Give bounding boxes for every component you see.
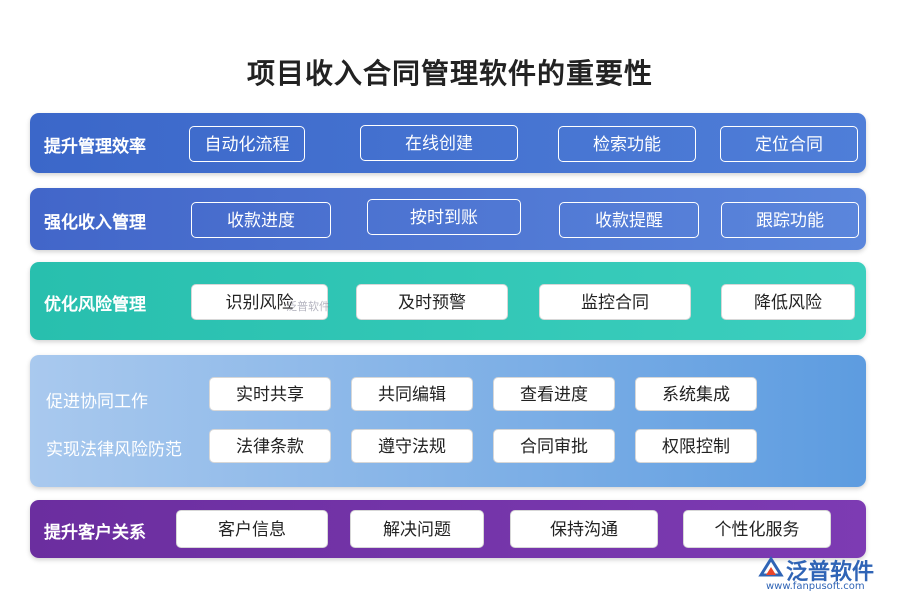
brand-logo: 泛普软件 www.fanpusoft.com bbox=[758, 553, 888, 593]
item-co-edit: 共同编辑 bbox=[351, 377, 473, 411]
item-realtime-share: 实时共享 bbox=[209, 377, 331, 411]
item-reduce-risk: 降低风险 bbox=[721, 284, 855, 320]
item-on-time-arrival: 按时到账 bbox=[367, 199, 521, 235]
band-risk-management: 优化风险管理 识别风险 及时预警 监控合同 降低风险 bbox=[30, 262, 866, 340]
item-locate-contract: 定位合同 bbox=[720, 126, 858, 162]
item-comply-regulations: 遵守法规 bbox=[351, 429, 473, 463]
watermark-text: 泛普软件 bbox=[286, 300, 330, 313]
band-label: 提升管理效率 bbox=[44, 137, 146, 157]
logo-url: www.fanpusoft.com bbox=[766, 581, 865, 592]
band-label: 强化收入管理 bbox=[44, 213, 146, 233]
item-payment-progress: 收款进度 bbox=[191, 202, 331, 238]
item-legal-terms: 法律条款 bbox=[209, 429, 331, 463]
logo-mark-icon bbox=[758, 556, 784, 577]
band-label-collaboration: 促进协同工作 bbox=[46, 392, 148, 412]
item-tracking: 跟踪功能 bbox=[721, 202, 859, 238]
item-search: 检索功能 bbox=[558, 126, 696, 162]
band-label: 优化风险管理 bbox=[44, 295, 146, 315]
item-identify-risk: 识别风险 bbox=[191, 284, 328, 320]
item-system-integration: 系统集成 bbox=[635, 377, 757, 411]
item-early-warning: 及时预警 bbox=[356, 284, 508, 320]
band-label-legal: 实现法律风险防范 bbox=[46, 440, 182, 460]
band-customer-relations: 提升客户关系 客户信息 解决问题 保持沟通 个性化服务 bbox=[30, 500, 866, 558]
item-payment-reminder: 收款提醒 bbox=[559, 202, 699, 238]
band-revenue-management: 强化收入管理 收款进度 按时到账 收款提醒 跟踪功能 bbox=[30, 188, 866, 250]
item-monitor-contract: 监控合同 bbox=[539, 284, 691, 320]
band-management-efficiency: 提升管理效率 自动化流程 在线创建 检索功能 定位合同 bbox=[30, 113, 866, 173]
page-title: 项目收入合同管理软件的重要性 bbox=[246, 57, 653, 90]
item-personalized-service: 个性化服务 bbox=[683, 510, 831, 548]
item-customer-info: 客户信息 bbox=[176, 510, 328, 548]
item-keep-communication: 保持沟通 bbox=[510, 510, 658, 548]
band-label: 提升客户关系 bbox=[44, 523, 146, 543]
item-contract-approval: 合同审批 bbox=[493, 429, 615, 463]
item-automation: 自动化流程 bbox=[189, 126, 305, 162]
item-permission-control: 权限控制 bbox=[635, 429, 757, 463]
item-online-create: 在线创建 bbox=[360, 125, 518, 161]
band-collaboration-legal: 促进协同工作 实时共享 共同编辑 查看进度 系统集成 实现法律风险防范 法律条款… bbox=[30, 355, 866, 487]
item-view-progress: 查看进度 bbox=[493, 377, 615, 411]
item-solve-problems: 解决问题 bbox=[350, 510, 484, 548]
logo-name: 泛普软件 bbox=[786, 560, 875, 585]
